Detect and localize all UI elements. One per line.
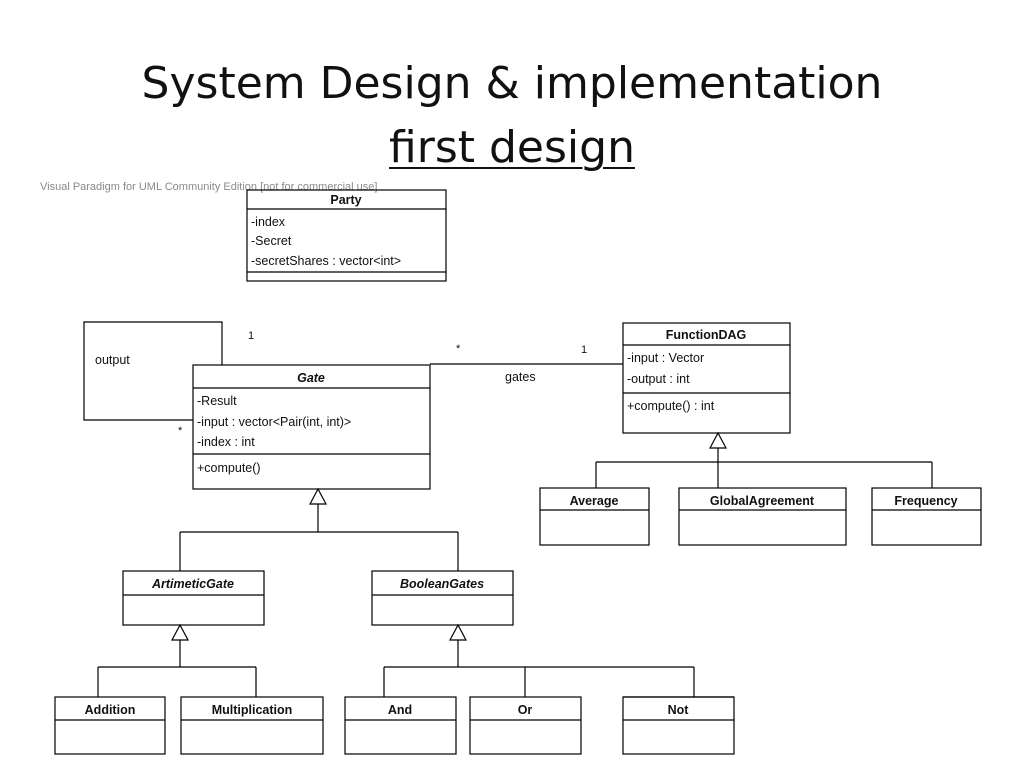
generalization-boolean-gates bbox=[383, 623, 695, 697]
or-name: Or bbox=[518, 703, 533, 717]
gate-attr: -Result bbox=[197, 394, 237, 408]
gate-operation: +compute() bbox=[197, 461, 261, 475]
global-agreement-name: GlobalAgreement bbox=[710, 494, 815, 508]
class-function-dag bbox=[622, 322, 791, 434]
generalization-function-dag bbox=[595, 431, 933, 488]
party-attr: -Secret bbox=[251, 234, 292, 248]
artimetic-gate-name: ArtimeticGate bbox=[151, 577, 234, 591]
function-dag-operation: +compute() : int bbox=[627, 399, 715, 413]
class-multiplication bbox=[180, 696, 324, 755]
class-boolean-gates bbox=[371, 570, 514, 626]
class-gate bbox=[192, 364, 431, 490]
class-average bbox=[539, 487, 650, 546]
self-association-output bbox=[83, 321, 223, 421]
function-dag-attr: -output : int bbox=[627, 372, 690, 386]
gate-attr: -input : vector<Pair(int, int)> bbox=[197, 415, 351, 429]
class-party bbox=[246, 189, 447, 282]
function-dag-attr: -input : Vector bbox=[627, 351, 704, 365]
class-global-agreement bbox=[678, 487, 847, 546]
class-frequency bbox=[871, 487, 982, 546]
slide-title: System Design & implementation bbox=[141, 58, 883, 109]
boolean-gates-name: BooleanGates bbox=[400, 577, 484, 591]
generalization-artimetic-gate bbox=[97, 623, 257, 697]
average-name: Average bbox=[570, 494, 619, 508]
multiplicity-label: 1 bbox=[581, 344, 587, 356]
association-gates-label: gates bbox=[505, 370, 536, 384]
multiplication-name: Multiplication bbox=[212, 703, 293, 717]
class-not bbox=[622, 696, 735, 755]
gate-name: Gate bbox=[297, 371, 325, 385]
class-artimetic-gate bbox=[122, 570, 265, 626]
slide-subtitle: first design bbox=[389, 122, 635, 173]
not-name: Not bbox=[668, 703, 690, 717]
and-name: And bbox=[388, 703, 412, 717]
association-output-label: output bbox=[95, 353, 130, 367]
party-attr: -secretShares : vector<int> bbox=[251, 254, 401, 268]
function-dag-name: FunctionDAG bbox=[666, 328, 747, 342]
party-attr: -index bbox=[251, 215, 286, 229]
frequency-name: Frequency bbox=[894, 494, 957, 508]
multiplicity-label: 1 bbox=[248, 330, 254, 342]
class-and bbox=[344, 696, 457, 755]
class-addition bbox=[54, 696, 166, 755]
multiplicity-label: * bbox=[178, 425, 183, 437]
gate-attr: -index : int bbox=[197, 435, 255, 449]
addition-name: Addition bbox=[85, 703, 136, 717]
party-name: Party bbox=[330, 193, 361, 207]
multiplicity-label: * bbox=[456, 343, 461, 355]
generalization-gate bbox=[179, 487, 459, 571]
